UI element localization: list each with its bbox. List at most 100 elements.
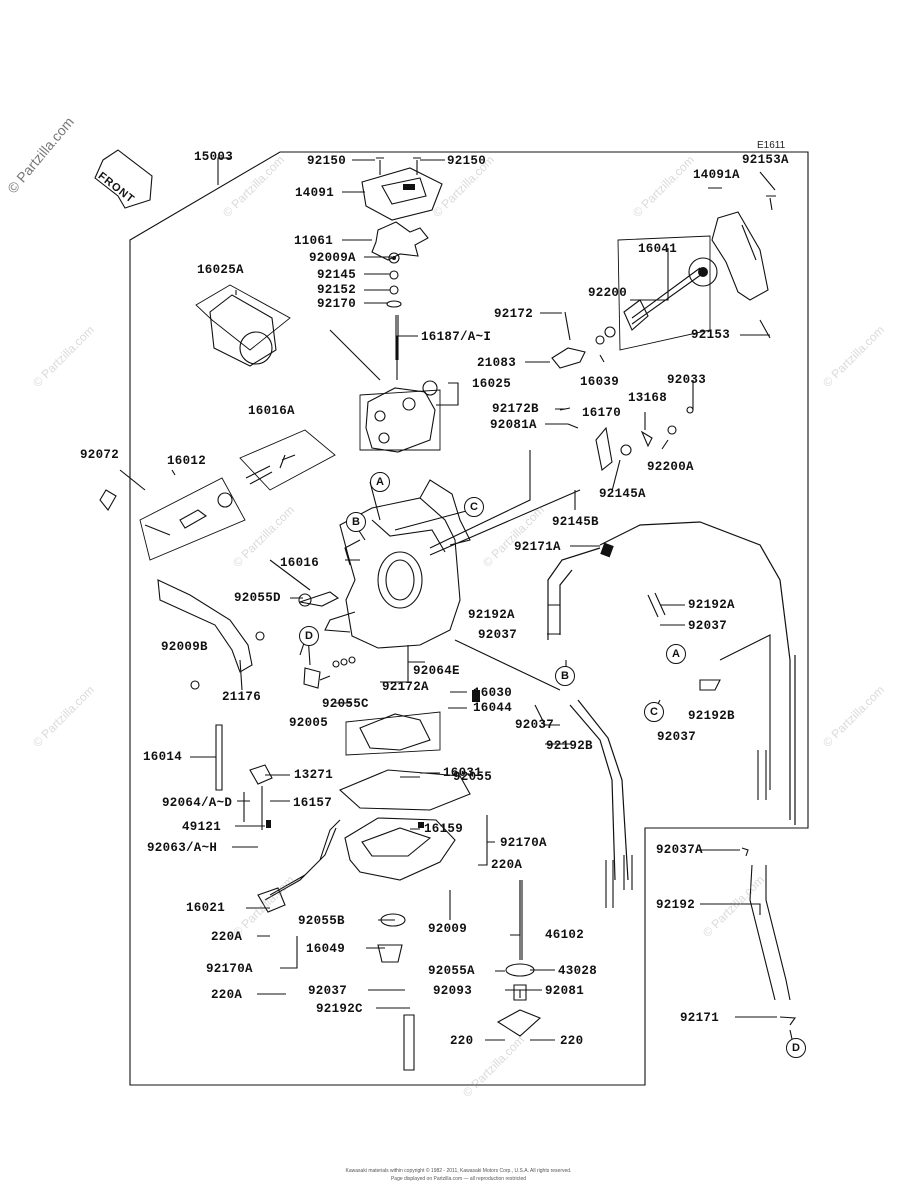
part-92081[interactable]: 92081 <box>545 984 585 998</box>
part-220-right[interactable]: 220 <box>560 1034 584 1048</box>
part-92037-mid[interactable]: 92037 <box>478 628 518 642</box>
part-16159[interactable]: 16159 <box>424 822 464 836</box>
part-11061[interactable]: 11061 <box>294 234 334 248</box>
part-46102[interactable]: 46102 <box>545 928 585 942</box>
part-92093[interactable]: 92093 <box>433 984 473 998</box>
callout-a: A <box>370 472 390 492</box>
cover-16025A <box>209 294 277 367</box>
part-92037-right[interactable]: 92037 <box>688 619 728 633</box>
part-92150-right[interactable]: 92150 <box>447 154 487 168</box>
part-16041[interactable]: 16041 <box>638 242 678 256</box>
part-16030[interactable]: 16030 <box>473 686 513 700</box>
part-92055B[interactable]: 92055B <box>298 914 345 928</box>
part-16187[interactable]: 16187/A~I <box>421 330 492 344</box>
part-92192B-right[interactable]: 92192B <box>688 709 735 723</box>
part-92170A[interactable]: 92170A <box>500 836 547 850</box>
part-92005[interactable]: 92005 <box>289 716 329 730</box>
float-bowl <box>344 817 456 881</box>
part-16049[interactable]: 16049 <box>306 942 346 956</box>
part-92037A[interactable]: 92037A <box>656 843 703 857</box>
part-92172[interactable]: 92172 <box>494 307 534 321</box>
part-92192C[interactable]: 92192C <box>316 1002 363 1016</box>
part-21083[interactable]: 21083 <box>477 356 517 370</box>
part-92055C[interactable]: 92055C <box>322 697 369 711</box>
part-92072[interactable]: 92072 <box>80 448 120 462</box>
part-92064[interactable]: 92064/A~D <box>162 796 233 810</box>
hose-left <box>547 547 601 640</box>
part-92145[interactable]: 92145 <box>317 268 357 282</box>
part-220A-left[interactable]: 220A <box>211 930 243 944</box>
part-220A-top[interactable]: 220A <box>491 858 523 872</box>
part-92145B[interactable]: 92145B <box>552 515 599 529</box>
part-92200A[interactable]: 92200A <box>647 460 694 474</box>
part-92150-left[interactable]: 92150 <box>307 154 347 168</box>
copyright-notice-2: Page displayed on Partzilla.com — all re… <box>390 1176 527 1182</box>
part-92170[interactable]: 92170 <box>317 297 357 311</box>
part-92192A-left[interactable]: 92192A <box>468 608 515 622</box>
copyright-notice: Kawasaki materials within copyright © 19… <box>345 1168 572 1174</box>
part-92055D[interactable]: 92055D <box>234 591 281 605</box>
lever-21176 <box>157 579 253 673</box>
part-92145A[interactable]: 92145A <box>599 487 646 501</box>
part-16157[interactable]: 16157 <box>293 796 333 810</box>
part-92172B[interactable]: 92172B <box>492 402 539 416</box>
part-220A-lower[interactable]: 220A <box>211 988 243 1002</box>
part-92171A[interactable]: 92171A <box>514 540 561 554</box>
hose-92192 <box>749 864 791 1001</box>
part-16039[interactable]: 16039 <box>580 375 620 389</box>
part-92192B-mid[interactable]: 92192B <box>546 739 593 753</box>
part-92192A-right[interactable]: 92192A <box>688 598 735 612</box>
part-92192[interactable]: 92192 <box>656 898 696 912</box>
part-92009A[interactable]: 92009A <box>309 251 356 265</box>
leader-lines <box>119 157 777 1041</box>
part-16025[interactable]: 16025 <box>472 377 512 391</box>
part-92009B[interactable]: 92009B <box>161 640 208 654</box>
part-92152[interactable]: 92152 <box>317 283 357 297</box>
gasket-11061 <box>371 221 429 261</box>
callout-d2: D <box>786 1038 806 1058</box>
part-92153A[interactable]: 92153A <box>742 153 789 167</box>
part-92055A[interactable]: 92055A <box>428 964 475 978</box>
part-92153[interactable]: 92153 <box>691 328 731 342</box>
part-16012[interactable]: 16012 <box>167 454 207 468</box>
cable-16021 <box>264 819 341 901</box>
part-16021[interactable]: 16021 <box>186 901 226 915</box>
part-13271[interactable]: 13271 <box>294 768 334 782</box>
part-92055[interactable]: 92055 <box>453 770 493 784</box>
part-220-left[interactable]: 220 <box>450 1034 474 1048</box>
callout-b2: B <box>555 666 575 686</box>
housing-16025 <box>365 387 436 453</box>
part-92064E[interactable]: 92064E <box>413 664 460 678</box>
part-14091[interactable]: 14091 <box>295 186 335 200</box>
part-92009[interactable]: 92009 <box>428 922 468 936</box>
part-16016[interactable]: 16016 <box>280 556 320 570</box>
part-92081A[interactable]: 92081A <box>490 418 537 432</box>
part-92037-bottom[interactable]: 92037 <box>308 984 348 998</box>
part-92170A-lower[interactable]: 92170A <box>206 962 253 976</box>
part-92033[interactable]: 92033 <box>667 373 707 387</box>
diagram-code: E1611 <box>757 140 786 151</box>
part-15003[interactable]: 15003 <box>194 150 234 164</box>
part-92037-c[interactable]: 92037 <box>657 730 697 744</box>
part-16170[interactable]: 16170 <box>582 406 622 420</box>
hose-right <box>599 521 791 820</box>
part-14091A[interactable]: 14091A <box>693 168 740 182</box>
callout-c2: C <box>644 702 664 722</box>
part-92037-lower[interactable]: 92037 <box>515 718 555 732</box>
part-49121[interactable]: 49121 <box>182 820 222 834</box>
part-43028[interactable]: 43028 <box>558 964 598 978</box>
part-92172A[interactable]: 92172A <box>382 680 429 694</box>
part-16016A[interactable]: 16016A <box>248 404 295 418</box>
part-13168[interactable]: 13168 <box>628 391 668 405</box>
assembly-boundary <box>129 151 809 1086</box>
part-16014[interactable]: 16014 <box>143 750 183 764</box>
part-92200[interactable]: 92200 <box>588 286 628 300</box>
part-16044[interactable]: 16044 <box>473 701 513 715</box>
part-16031[interactable]: 16031 <box>443 766 483 780</box>
part-92171[interactable]: 92171 <box>680 1011 720 1025</box>
top-cover <box>361 167 443 221</box>
part-92063[interactable]: 92063/A~H <box>147 841 218 855</box>
part-21176[interactable]: 21176 <box>222 690 262 704</box>
part-16025A[interactable]: 16025A <box>197 263 244 277</box>
